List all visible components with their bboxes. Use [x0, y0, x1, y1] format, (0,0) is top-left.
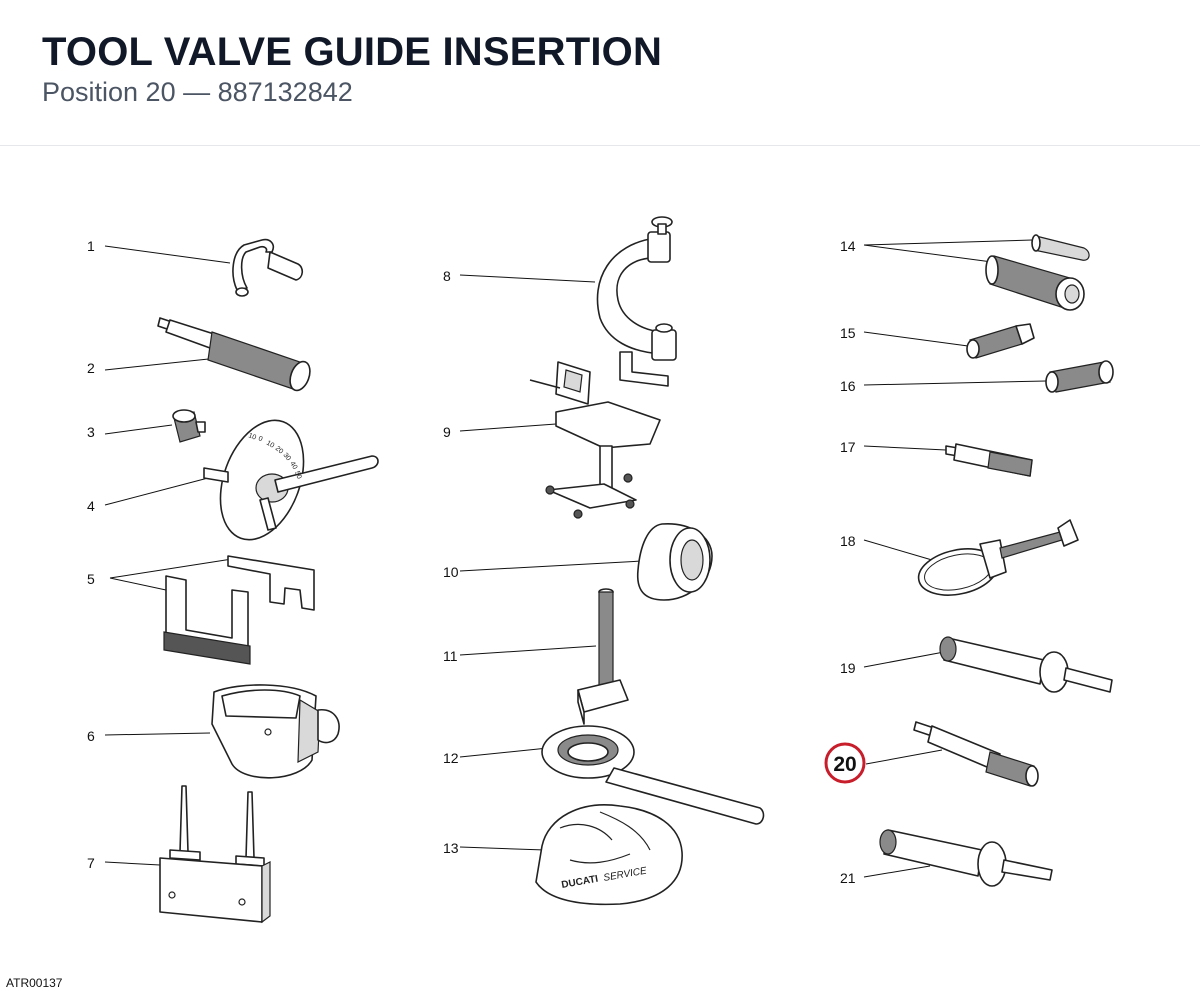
tool-4-degree-wheel: 10 0 10 20 30 40 50 [104, 419, 379, 541]
callout-9: 9 [443, 424, 451, 440]
callout-16: 16 [840, 378, 856, 394]
tool-13-bag: DUCATI SERVICE [459, 804, 683, 906]
dial-mark-2: 10 [265, 440, 275, 450]
dial-mark-0: 10 [247, 432, 257, 441]
tool-18-band-wrench [863, 519, 1079, 596]
dial-mark-4: 30 [281, 452, 291, 463]
page-subtitle: Position 20 — 887132842 [42, 77, 353, 107]
highlight-ring [824, 742, 866, 784]
callout-11: 11 [443, 648, 458, 664]
callout-3: 3 [87, 424, 95, 440]
callout-8: 8 [443, 268, 451, 284]
dial-mark-3: 20 [274, 445, 285, 455]
tool-5-plates [109, 555, 315, 665]
tool-7-pin-block [104, 785, 271, 924]
callout-18: 18 [840, 533, 856, 549]
callout-1: 1 [87, 238, 95, 254]
tool-6-gauge [104, 684, 340, 779]
tool-1-hook [104, 238, 304, 297]
callout-17: 17 [840, 439, 856, 455]
tool-14-pins [863, 234, 1090, 311]
tool-8-c-clamp [459, 216, 677, 387]
tool-9-stand [459, 361, 661, 519]
drawing-code: ATR00137 [6, 976, 63, 990]
tool-2-driver [104, 317, 311, 392]
tool-21-inserter [863, 829, 1053, 887]
callout-12: 12 [443, 750, 459, 766]
dial-mark-6: 50 [293, 470, 302, 480]
dial-mark-5: 40 [288, 461, 298, 471]
callout-15: 15 [840, 325, 856, 341]
callout-19: 19 [840, 660, 856, 676]
tool-15-plug [863, 323, 1035, 359]
callout-21: 21 [840, 870, 856, 886]
tool-11-rod [459, 588, 629, 725]
callout-5: 5 [87, 571, 95, 587]
tool-17-gauge [863, 443, 1033, 477]
tool-19-inserter [863, 636, 1113, 693]
page-title: TOOL VALVE GUIDE INSERTION [42, 30, 663, 74]
callout-7: 7 [87, 855, 95, 871]
tool-20-valve-guide-inserter [865, 721, 1039, 787]
tool-16-sleeve [863, 360, 1114, 393]
callout-10: 10 [443, 564, 459, 580]
callout-13: 13 [443, 840, 459, 856]
callout-14: 14 [840, 238, 856, 254]
header: TOOL VALVE GUIDE INSERTION Position 20 —… [0, 0, 1200, 146]
tool-3-bushing [104, 409, 206, 443]
callout-6: 6 [87, 728, 95, 744]
callout-20: 20 [833, 753, 856, 776]
tool-10-ring [459, 523, 713, 601]
callout-2: 2 [87, 360, 95, 376]
callout-4: 4 [87, 498, 95, 514]
dial-mark-1: 0 [257, 435, 263, 443]
tool-12-spanner [459, 725, 765, 825]
